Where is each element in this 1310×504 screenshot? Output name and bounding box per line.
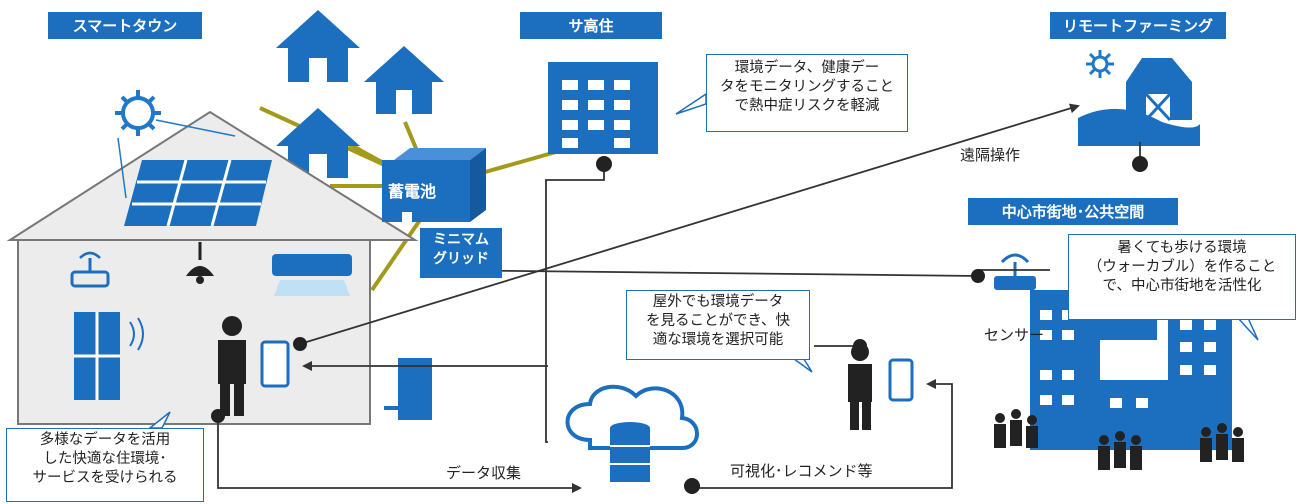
wifi-router-icon: [994, 253, 1036, 290]
tablet-icon: [260, 340, 290, 388]
tag-housing: サ高住: [520, 12, 662, 39]
battery-label: 蓄電池: [388, 182, 437, 201]
callout-walkable-line: 暑くても歩ける環境: [1117, 240, 1247, 256]
callout-services-line: サービスを受けられる: [32, 470, 178, 486]
big-house: [6, 110, 419, 425]
callout-outdoor: 屋外でも環境データ を見ることができ、快 適な環境を選択可能: [626, 290, 810, 360]
cloud-database-icon: [565, 384, 699, 482]
sensor-label: センサー: [984, 326, 1045, 344]
crowd-icon: [994, 409, 1244, 470]
battery-cabinet-icon: [382, 148, 486, 222]
house-icon: [276, 108, 360, 178]
callout-outdoor-line: 屋外でも環境データ: [652, 294, 784, 310]
mini-grid-line-1: ミニマム: [433, 232, 489, 248]
person-icon: [848, 343, 872, 430]
callout-outdoor-line: を見ることができ、快: [646, 313, 790, 329]
person-icon: [218, 316, 246, 416]
callout-services-line: 多様なデータを活用: [39, 432, 171, 448]
callout-walkable: 暑くても歩ける環境 （ウォーカブル）を作ること で、中心市街地を活性化: [1068, 234, 1296, 320]
data-collection-label: データ収集: [446, 464, 522, 482]
tag-city-center: 中心市街地･公共空間: [968, 198, 1178, 225]
callout-services-line: した快適な住環境･: [43, 451, 167, 467]
tag-smart-town: スマートタウン: [48, 12, 202, 39]
remote-operation-label: 遠隔操作: [960, 146, 1021, 164]
callout-health: 環境データ、健康デー タをモニタリングすること で熱中症リスクを軽減: [706, 54, 908, 132]
refrigerator-icon: [74, 312, 144, 400]
solar-panel-icon: [124, 159, 272, 227]
wifi-router-icon: [70, 251, 110, 288]
tag-remote-farming: リモートファーミング: [1050, 12, 1226, 39]
ev-charger-icon: [384, 358, 432, 420]
building-icon: [548, 62, 658, 154]
callout-health-line: で熱中症リスクを軽減: [734, 98, 880, 114]
callout-services: 多様なデータを活用 した快適な住環境･ サービスを受けられる: [6, 428, 204, 502]
sun-icon: [115, 90, 236, 199]
callout-walkable-line: で、中心市街地を活性化: [1102, 278, 1262, 294]
ceiling-light-icon: [186, 242, 214, 284]
mini-grid-label: ミニマム グリッド: [420, 228, 502, 278]
tablet-icon: [888, 358, 914, 402]
callout-tail: [1236, 317, 1259, 341]
callout-health-line: タをモニタリングすること: [720, 79, 894, 95]
visualization-label: 可視化･レコメンド等: [730, 462, 873, 480]
farm-barn-icon: [1078, 50, 1200, 146]
mini-grid-line-2: グリッド: [433, 251, 489, 267]
house-icon: [276, 10, 360, 82]
air-conditioner-icon: [272, 254, 352, 296]
connection-dots: [211, 156, 1148, 494]
callout-health-line: 環境データ、健康デー: [734, 60, 880, 76]
callout-walkable-line: （ウォーカブル）を作ること: [1087, 259, 1277, 275]
house-icon: [364, 46, 444, 114]
callout-outdoor-line: 適な環境を選択可能: [652, 332, 784, 348]
callout-tail: [675, 92, 707, 115]
